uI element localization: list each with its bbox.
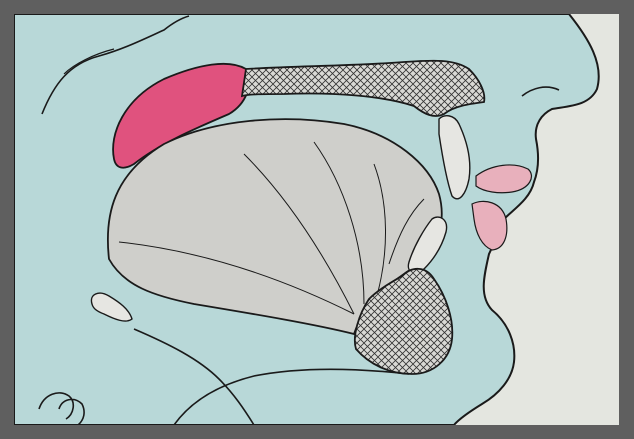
oral-cavity-diagram [14, 14, 619, 425]
diagram-plate [14, 14, 619, 425]
